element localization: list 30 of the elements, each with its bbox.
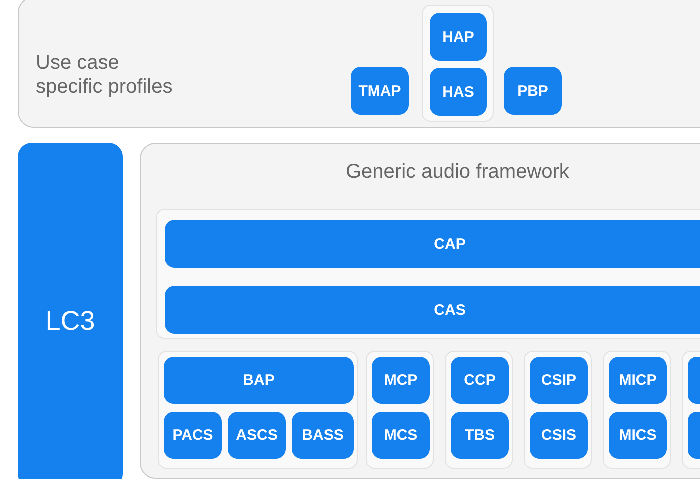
protocol-block: MCP: [372, 357, 430, 404]
layer-title: Use case specific profiles: [36, 51, 174, 99]
protocol-block: HAP: [430, 13, 487, 61]
protocol-block: CCP: [451, 357, 509, 404]
protocol-block: TBS: [451, 412, 509, 459]
protocol-block: PBP: [504, 67, 562, 115]
group-outline: [158, 351, 358, 469]
layer-title: Generic audio framework: [346, 160, 570, 184]
protocol-block: CAP: [165, 220, 700, 268]
group-outline: [445, 351, 513, 469]
protocol-block: CAS: [165, 286, 700, 334]
protocol-block: BAP: [164, 357, 354, 404]
protocol-block: MICS: [609, 412, 667, 459]
group-outline: [603, 351, 671, 469]
protocol-block: CSIS: [530, 412, 588, 459]
protocol-block: HAS: [430, 68, 487, 116]
protocol-block: TMAP: [351, 67, 409, 115]
protocol-block: PACS: [164, 412, 222, 459]
group-outline: [422, 5, 494, 122]
layer-panel: [140, 143, 700, 479]
layer-panel: [18, 0, 700, 128]
group-outline: [524, 351, 592, 469]
codec-block: LC3: [18, 143, 123, 479]
group-outline: [366, 351, 434, 469]
protocol-block: BASS: [292, 412, 354, 459]
protocol-block: MICP: [609, 357, 667, 404]
protocol-block: CSIP: [530, 357, 588, 404]
protocol-block: ASCS: [228, 412, 286, 459]
protocol-block: MCS: [372, 412, 430, 459]
group-outline: [156, 209, 700, 339]
